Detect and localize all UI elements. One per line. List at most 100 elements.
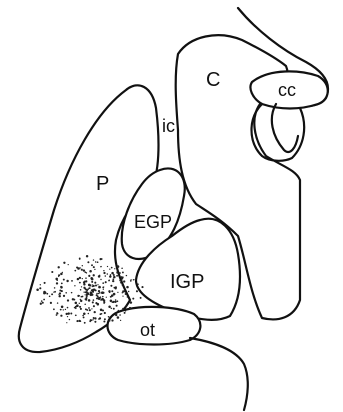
stipple-dot: [80, 308, 82, 310]
stipple-dot: [74, 270, 76, 272]
stipple-dot: [51, 293, 53, 295]
stipple-dot: [36, 289, 39, 292]
stipple-dot: [109, 268, 110, 269]
stipple-dot: [97, 284, 98, 285]
stipple-dot: [112, 278, 114, 280]
stipple-dot: [93, 285, 95, 287]
stipple-dot: [86, 297, 88, 299]
stipple-dot: [86, 295, 88, 297]
stipple-dot: [67, 316, 68, 317]
stipple-dot: [58, 266, 60, 268]
stipple-dot: [79, 303, 80, 304]
stipple-dot: [86, 309, 88, 311]
stipple-dot: [68, 264, 69, 265]
stipple-dot: [96, 297, 98, 299]
stipple-dot: [89, 287, 90, 288]
stipple-dot: [84, 281, 86, 283]
stipple-dot: [100, 299, 101, 300]
stipple-dot: [50, 302, 52, 304]
stipple-dot: [65, 309, 66, 310]
stipple-dot: [49, 295, 51, 297]
stipple-dot: [51, 271, 53, 273]
stipple-dot: [105, 275, 107, 277]
stipple-dot: [94, 311, 96, 313]
stipple-dot: [60, 286, 63, 289]
stipple-dot: [55, 278, 58, 281]
stipple-dot: [112, 280, 114, 282]
stipple-dot: [76, 304, 79, 307]
stipple-dot: [83, 287, 85, 289]
stipple-dot: [56, 282, 58, 284]
stipple-dot: [69, 319, 70, 320]
stipple-dot: [91, 319, 93, 321]
stipple-dot: [103, 289, 104, 290]
stipple-dot: [111, 267, 113, 269]
stipple-dot: [110, 300, 113, 303]
stipple-dot: [63, 295, 65, 297]
stipple-dot: [108, 280, 110, 282]
stipple-dot: [93, 259, 94, 260]
stipple-dot: [126, 286, 129, 289]
stipple-dot: [65, 313, 67, 315]
stipple-dot: [94, 269, 95, 270]
stipple-dot: [122, 271, 124, 273]
stipple-dot: [125, 310, 126, 311]
stipple-dot: [117, 300, 119, 302]
stipple-dot: [91, 308, 92, 309]
stipple-dot: [92, 289, 94, 291]
stipple-dot: [61, 283, 63, 285]
stipple-dot: [102, 296, 103, 297]
stipple-dot: [81, 286, 82, 287]
stipple-dot: [97, 261, 99, 263]
stipple-dot: [41, 300, 43, 302]
stipple-dot: [79, 257, 81, 259]
stipple-dot: [63, 262, 65, 264]
stipple-dot: [103, 320, 105, 322]
stipple-dot: [87, 293, 89, 295]
stipple-dot: [88, 313, 90, 315]
stipple-dot: [102, 309, 104, 311]
stipple-dot: [88, 275, 90, 277]
stipple-dot: [72, 298, 74, 300]
stipple-dot: [121, 277, 123, 279]
stipple-dot: [122, 295, 123, 296]
ventricle-inner: [272, 104, 298, 152]
stipple-dot: [107, 266, 108, 267]
stipple-dot: [63, 309, 64, 310]
stipple-dot: [110, 274, 111, 275]
stipple-dot: [91, 281, 93, 283]
stipple-dot: [93, 299, 95, 301]
stipple-dot: [82, 296, 84, 298]
stipple-dot: [80, 289, 82, 291]
stipple-dot: [40, 303, 42, 305]
stipple-dot: [82, 278, 83, 279]
stipple-dot: [122, 308, 124, 310]
stipple-dot: [53, 291, 54, 292]
stipple-dot: [100, 296, 101, 297]
stipple-dot: [89, 270, 92, 273]
stipple-dot: [82, 265, 83, 266]
stipple-dot: [81, 269, 83, 271]
stipple-dot: [79, 306, 81, 308]
stipple-dot: [130, 279, 131, 280]
stipple-dot: [74, 285, 75, 286]
stipple-dot: [98, 275, 101, 278]
stipple-dot: [94, 282, 96, 284]
stipple-dot: [99, 287, 100, 288]
stipple-dot: [126, 275, 127, 276]
stipple-dot: [65, 292, 67, 294]
stipple-dot: [59, 290, 61, 292]
stipple-dot: [129, 307, 131, 309]
stipple-dot: [114, 301, 116, 303]
stipple-dot: [90, 277, 93, 280]
stipple-dot: [79, 295, 80, 296]
stipple-dot: [60, 315, 62, 317]
stipple-dot: [61, 306, 64, 309]
stipple-dot: [109, 275, 111, 277]
stipple-dot: [140, 297, 142, 299]
stipple-dot: [67, 307, 69, 309]
stipple-dot: [123, 280, 125, 282]
stipple-dot: [103, 272, 105, 274]
stipple-dot: [83, 312, 86, 315]
stipple-dot: [97, 296, 99, 298]
